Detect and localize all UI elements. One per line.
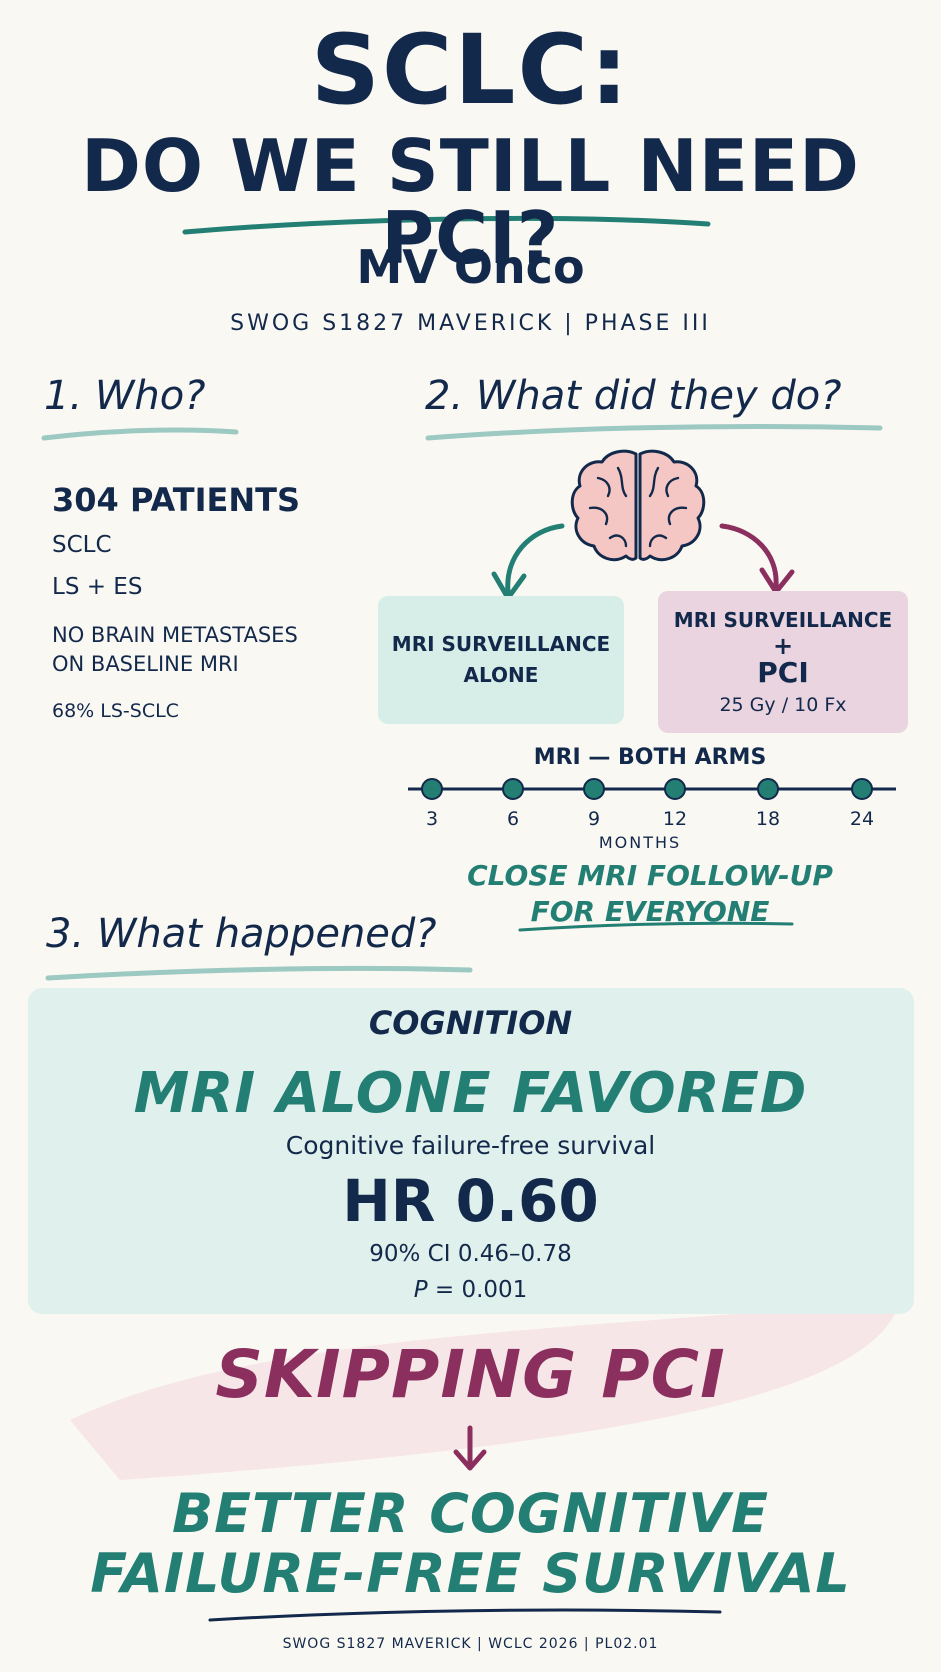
criterion-line2: ON BASELINE MRI xyxy=(52,652,239,677)
arm-plus-sign: + xyxy=(772,631,794,660)
hazard-ratio: HR 0.60 xyxy=(342,1167,599,1235)
p-value-number: = 0.001 xyxy=(427,1277,528,1303)
timeline-tick-label: 6 xyxy=(506,808,520,830)
arm-pci-label: PCI xyxy=(757,655,809,689)
section-who-heading: 1. Who? xyxy=(44,373,206,419)
down-arrow-icon xyxy=(453,1425,487,1471)
patient-count: 304 PATIENTS xyxy=(52,481,300,519)
timeline-tick-label: 18 xyxy=(755,808,781,830)
followup-line1: CLOSE MRI FOLLOW-UP xyxy=(467,859,833,892)
section-what-heading: 2. What did they do? xyxy=(425,373,842,419)
timeline-dot-24 xyxy=(851,778,873,800)
conclusion-result: BETTER COGNITIVE FAILURE-FREE SURVIVAL xyxy=(0,1482,941,1606)
timeline-tick-label: 12 xyxy=(662,808,688,830)
footer-citation: SWOG S1827 MAVERICK | WCLC 2026 | PL02.0… xyxy=(282,1636,659,1652)
brand-name: MV Onco xyxy=(356,240,585,294)
timeline-title: MRI — BOTH ARMS xyxy=(533,745,767,770)
ls-share: 68% LS-SCLC xyxy=(52,699,179,722)
results-panel xyxy=(28,988,914,1314)
page-title-line2: DO WE STILL NEED PCI? xyxy=(81,124,860,280)
p-value: P = 0.001 xyxy=(0,1277,941,1303)
arrow-left-teal-icon xyxy=(491,523,565,601)
sec2-underline xyxy=(425,423,883,441)
conclusion-brush xyxy=(70,1300,900,1480)
timeline-dot-3 xyxy=(421,778,443,800)
sec1-underline xyxy=(41,427,239,441)
p-symbol: P xyxy=(413,1277,428,1303)
cognition-label: COGNITION xyxy=(368,1004,573,1042)
timeline-dot-18 xyxy=(757,778,779,800)
timeline-dot-12 xyxy=(664,778,686,800)
confidence-interval: 90% CI 0.46–0.78 xyxy=(369,1241,572,1267)
who-block: 304 PATIENTS SCLC LS + ES NO BRAIN METAS… xyxy=(52,484,382,722)
timeline-tick-label: 9 xyxy=(587,808,601,830)
followup-line2: FOR EVERYONE xyxy=(530,895,770,929)
conclusion-line2: BETTER COGNITIVE xyxy=(172,1482,769,1545)
timeline-dot-9 xyxy=(583,778,605,800)
followup-note: CLOSE MRI FOLLOW-UP FOR EVERYONE xyxy=(460,858,840,931)
criterion-line1: NO BRAIN METASTASES xyxy=(52,622,298,647)
conclusion-underline xyxy=(208,1608,722,1622)
trial-subtitle: SWOG S1827 MAVERICK | PHASE III xyxy=(230,311,711,336)
timeline xyxy=(408,778,896,800)
conclusion-line1: SKIPPING PCI xyxy=(215,1336,726,1413)
disease-label: SCLC xyxy=(52,532,112,558)
section-happened-heading: 3. What happened? xyxy=(46,911,437,957)
arm-mri-alone-label: MRI SURVEILLANCE ALONE xyxy=(391,632,611,687)
sec3-underline xyxy=(45,965,473,981)
title-underline xyxy=(182,215,711,235)
followup-underline xyxy=(518,921,794,932)
arm-mri-plus-pci-label: MRI SURVEILLANCE xyxy=(673,607,893,632)
timeline-dot-6 xyxy=(502,778,524,800)
page-title-line1: SCLC: xyxy=(310,14,631,126)
result-headline: MRI ALONE FAVORED xyxy=(133,1061,808,1126)
arm-pci-dose: 25 Gy / 10 Fx xyxy=(719,694,847,717)
timeline-unit: MONTHS xyxy=(598,833,682,852)
timeline-tick-label: 24 xyxy=(849,808,875,830)
brain-icon xyxy=(570,449,706,562)
endpoint-label: Cognitive failure-free survival xyxy=(285,1131,656,1160)
stage-label: LS + ES xyxy=(52,574,143,601)
timeline-tick-label: 3 xyxy=(425,808,439,830)
conclusion-line3: FAILURE-FREE SURVIVAL xyxy=(90,1542,851,1606)
arm-mri-alone: MRI SURVEILLANCE ALONE xyxy=(378,596,624,724)
arm-mri-plus-pci: MRI SURVEILLANCE + PCI 25 Gy / 10 Fx xyxy=(658,591,908,733)
eligibility-criterion: NO BRAIN METASTASES ON BASELINE MRI xyxy=(52,621,382,680)
arrow-right-plum-icon xyxy=(719,523,795,595)
